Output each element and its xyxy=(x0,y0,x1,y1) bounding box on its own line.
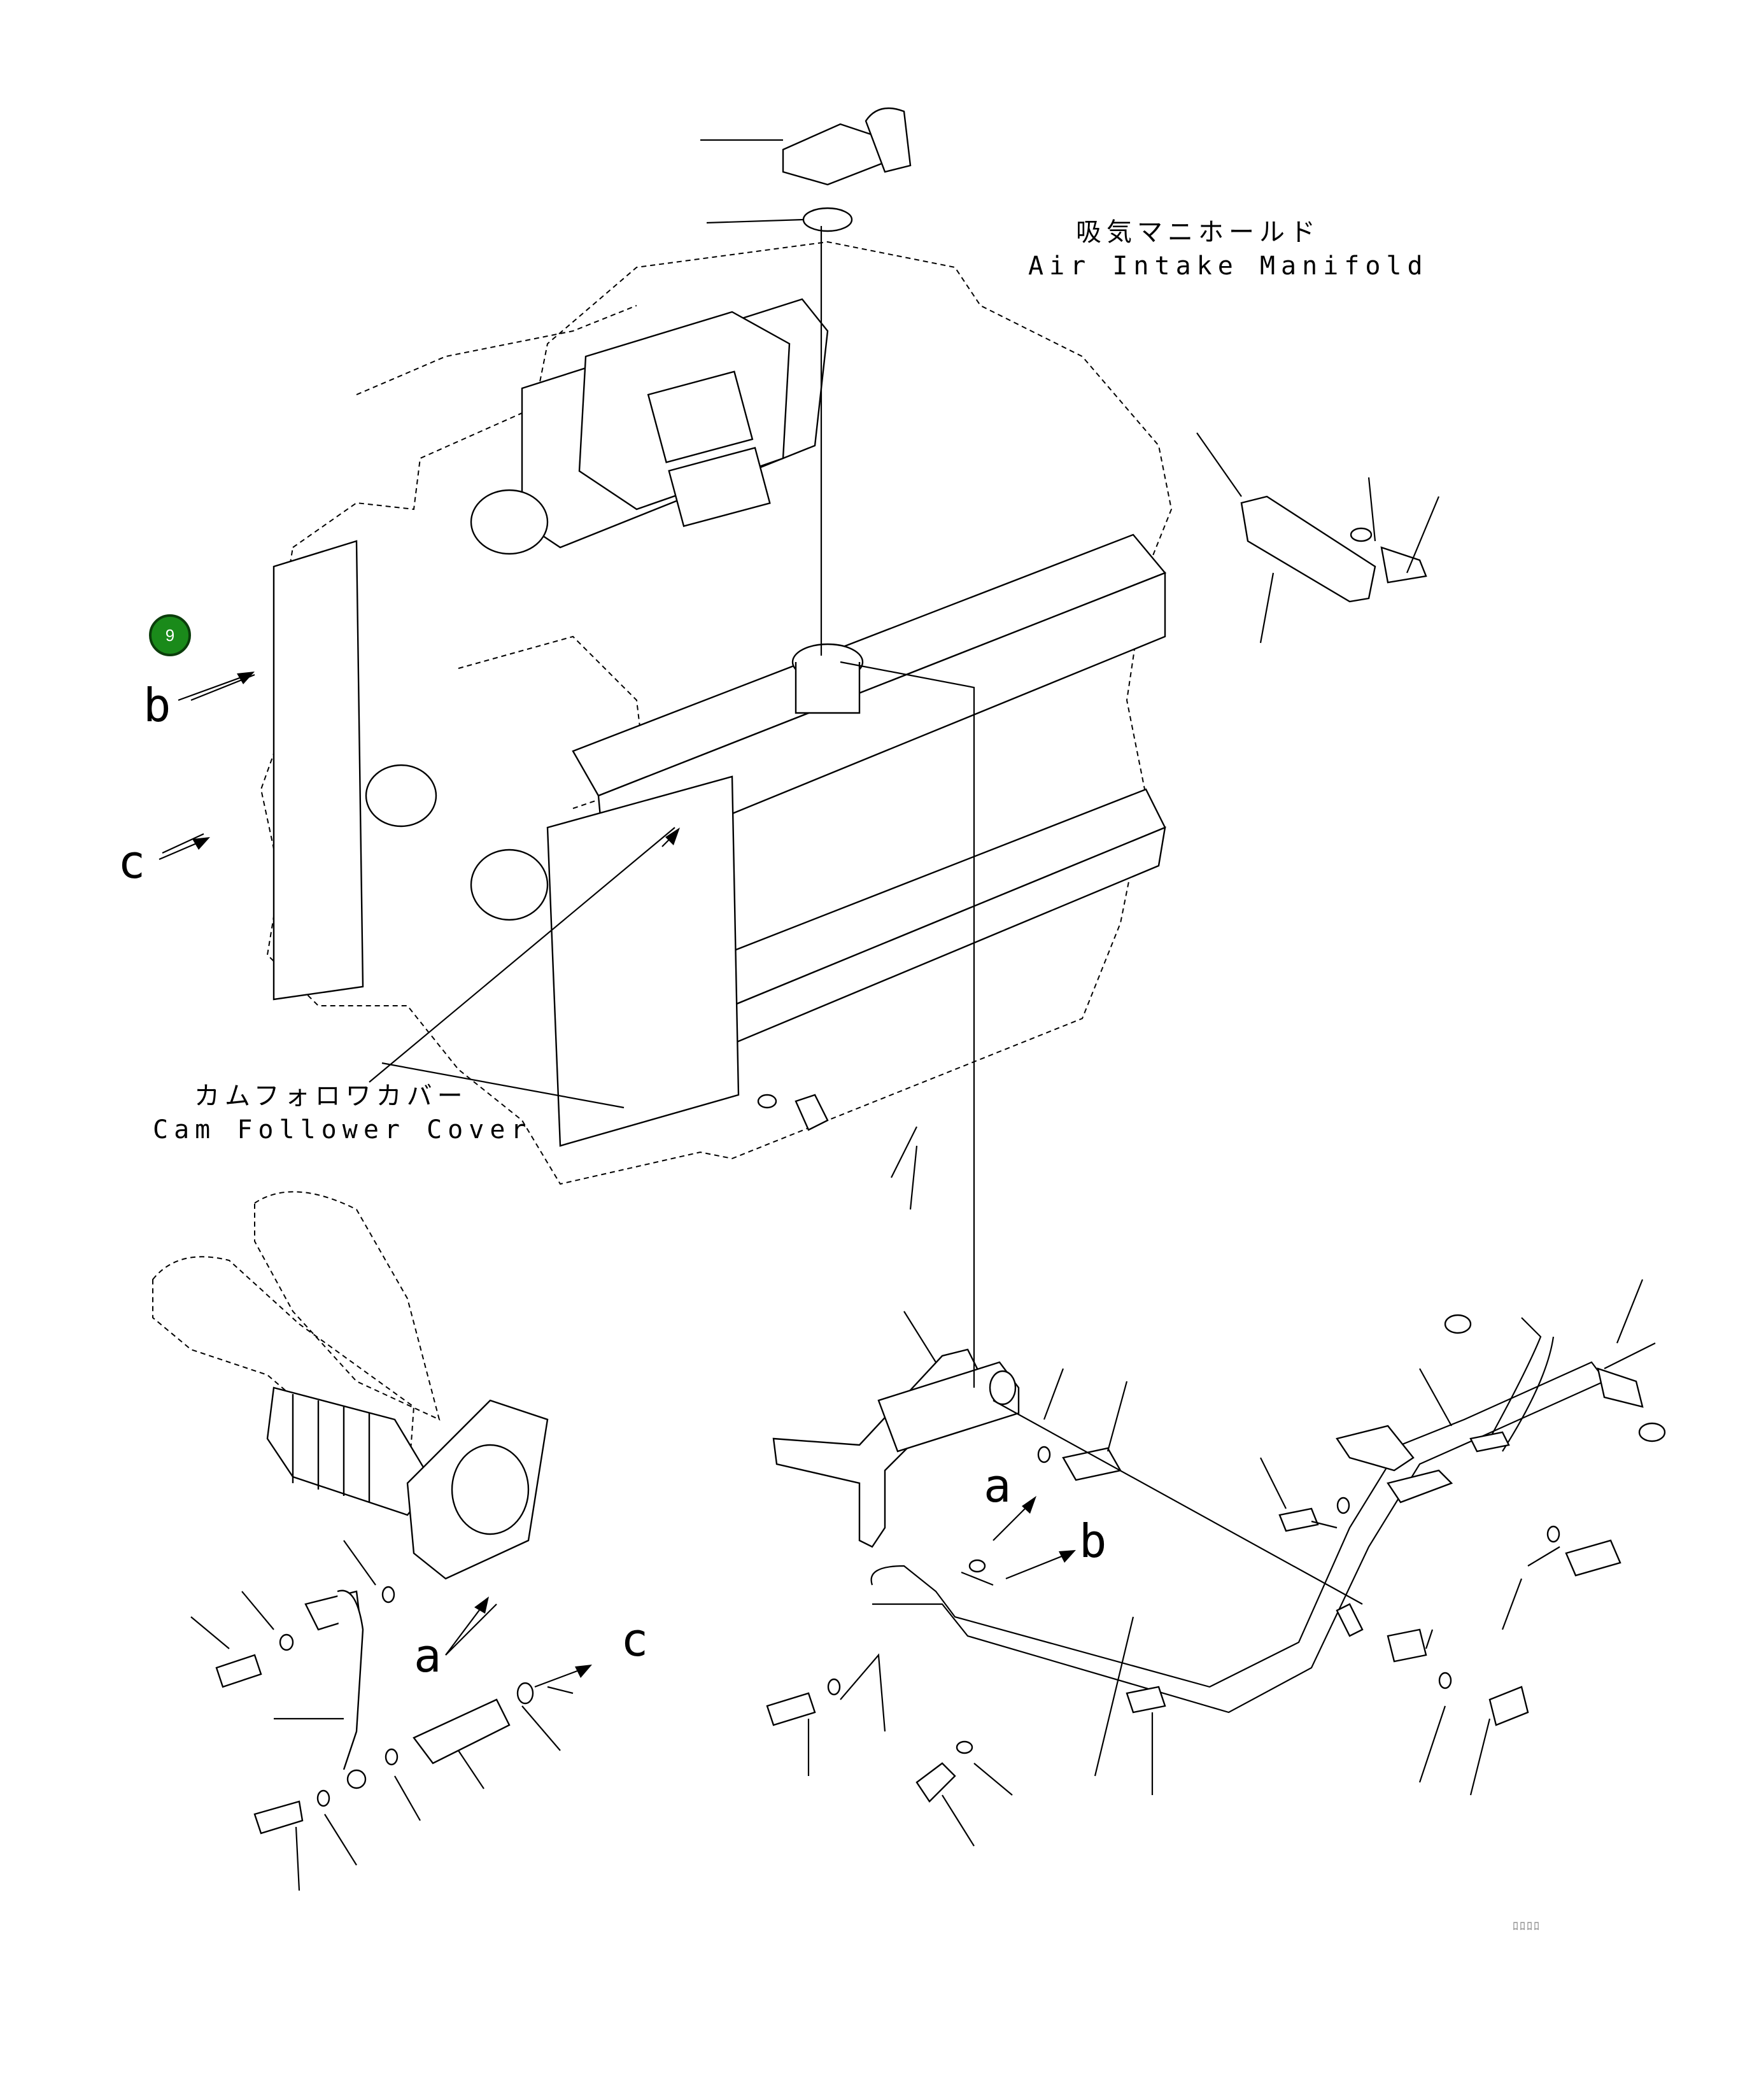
air-intake-manifold-label-en: Air Intake Manifold xyxy=(1028,251,1429,281)
view-letter-b-left: b xyxy=(143,679,171,732)
filler-cap xyxy=(783,108,910,231)
exhaust-pipe-assembly xyxy=(153,1192,548,1833)
leader-lines xyxy=(162,140,1655,1891)
cylinder-head xyxy=(274,299,1165,1146)
view-letter-b-right: b xyxy=(1079,1514,1107,1568)
view-letter-c-left: c xyxy=(118,835,146,889)
block-bolt xyxy=(758,1095,828,1130)
view-letter-c-lower: c xyxy=(621,1613,649,1667)
air-intake-manifold-label-jp: 吸気マニホールド xyxy=(1076,218,1320,247)
callout-badge[interactable]: 9 xyxy=(149,614,191,656)
cam-follower-cover-label-en: Cam Follower Cover xyxy=(153,1115,532,1145)
view-letter-a-right: a xyxy=(984,1459,1012,1512)
oil-pipe-assembly xyxy=(767,1315,1665,1801)
view-arrows xyxy=(159,672,1076,1687)
drawing-code: ﾛﾛﾛﾛ xyxy=(1513,1920,1541,1933)
view-letter-a-lower: a xyxy=(414,1629,442,1682)
cam-follower-cover-label-jp: カムフォロワカバー xyxy=(194,1082,468,1111)
manifold-bracket xyxy=(1241,497,1426,602)
